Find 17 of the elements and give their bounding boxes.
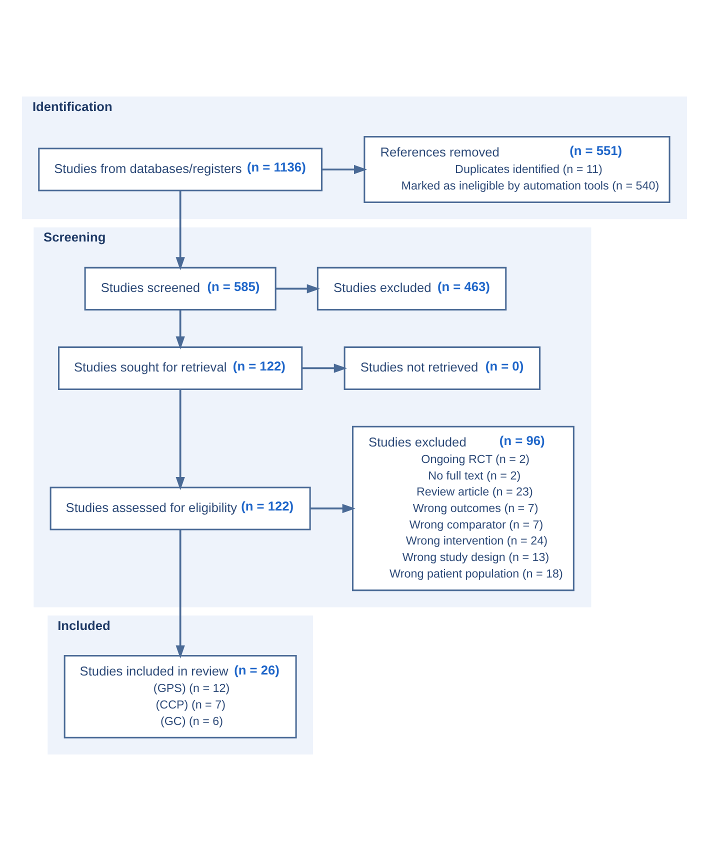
node-box: Studies excluded (n = 96) Ongoing RCT (n = 2) No full text (n = 2) Review article (n = 23) Wrong outcomes (n = 7) Wrong comparator (n = 7) Wrong intervention (n = 24) Wrong study design (n = 13) Wrong patient population (n = 18)	[352, 425, 574, 591]
arrow	[176, 190, 185, 270]
node-box: Studies from databases/registers (n = 1136)	[38, 147, 323, 191]
node-box: Studies not retrieved (n = 0)	[344, 346, 541, 390]
arrow	[310, 503, 356, 513]
arrow	[176, 529, 185, 658]
node-box: Studies assessed for eligibility (n = 122)	[50, 486, 311, 530]
node-box: Studies sought for retrieval (n = 122)	[58, 346, 303, 390]
arrow	[176, 388, 185, 490]
arrow	[276, 284, 320, 293]
arrow	[176, 310, 185, 349]
arrow	[302, 363, 348, 372]
node-box: Studies excluded (n = 463)	[316, 266, 507, 310]
node-box: References removed (n = 551) Duplicates identified (n = 11) Marked as ineligible by automation tools (n = 540)	[364, 136, 670, 202]
arrow	[322, 164, 368, 174]
node-box: Studies included in review (n = 26) (GPS) (n = 12) (CCP) (n = 7) (GC) (n = 6)	[64, 654, 297, 738]
node-box: Studies screened (n = 585)	[84, 266, 276, 310]
